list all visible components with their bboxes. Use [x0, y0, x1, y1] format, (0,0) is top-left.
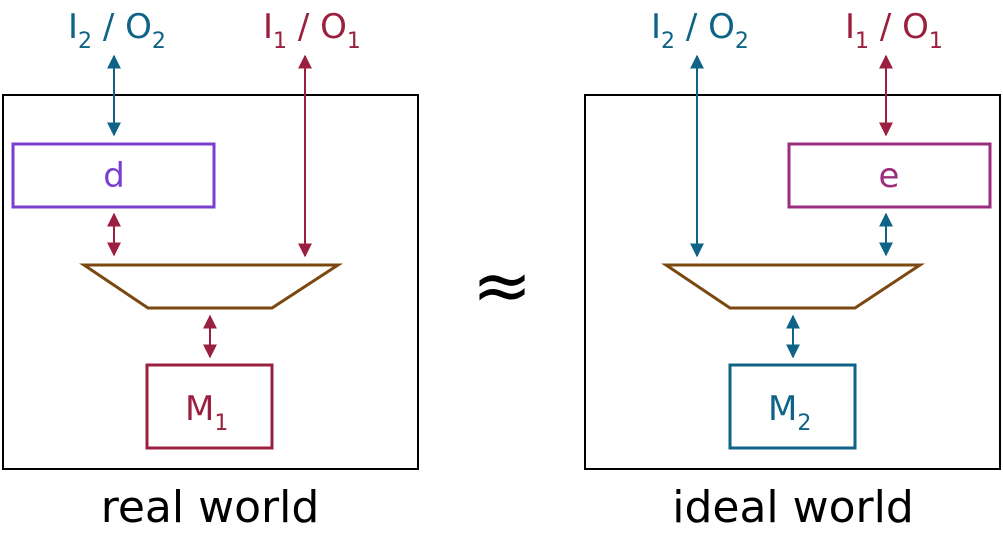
real-memory-label: M1	[185, 389, 228, 436]
ideal-memory-box	[728, 363, 857, 450]
ideal-io1-label: I1 / O1	[845, 7, 943, 54]
real-world-panel: I2 / O2 I1 / O1 d M1 real world	[2, 7, 419, 533]
real-mux-shape	[79, 263, 344, 310]
approx-symbol: ≈	[472, 243, 532, 327]
ideal-io2-label: I2 / O2	[651, 7, 749, 54]
ideal-memory-label: M2	[768, 389, 811, 436]
ideal-world-caption: ideal world	[672, 482, 914, 533]
real-io2-label: I2 / O2	[68, 7, 166, 54]
real-world-frame	[2, 94, 419, 470]
real-d-box	[11, 142, 216, 209]
ideal-e-label: e	[879, 156, 900, 196]
real-d-label: d	[103, 156, 125, 196]
real-world-caption: real world	[101, 482, 320, 533]
real-io1-label: I1 / O1	[263, 7, 361, 54]
ideal-mux-shape	[661, 263, 925, 310]
ideal-world-panel: I2 / O2 I1 / O1 e M2 ideal world	[584, 7, 1001, 533]
real-memory-box	[145, 363, 274, 450]
ideal-e-box	[787, 142, 992, 209]
ideal-world-frame	[584, 94, 1001, 470]
